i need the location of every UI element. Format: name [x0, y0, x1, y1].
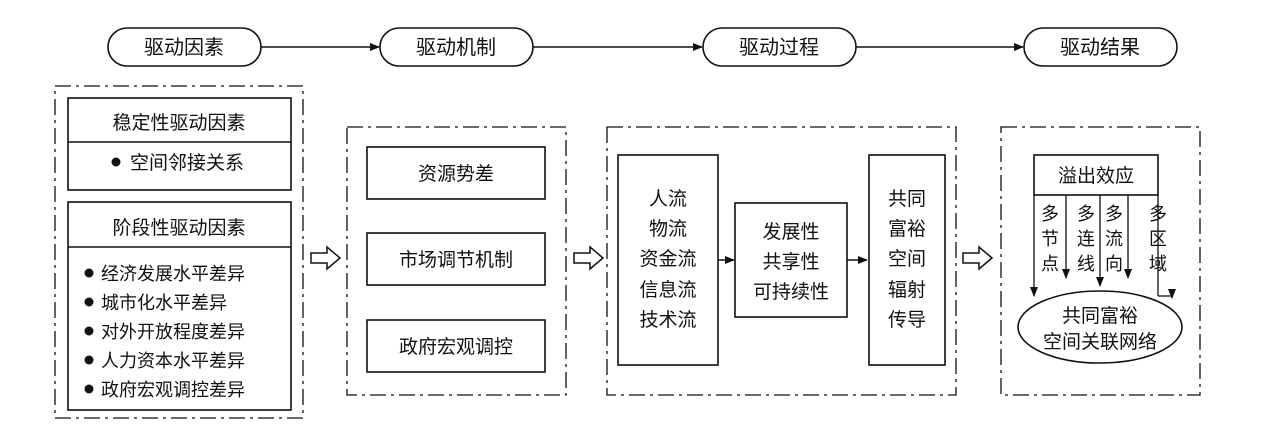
network-ellipse [1017, 290, 1183, 364]
spillover-box [1033, 154, 1159, 196]
flow-label: 信息流 [639, 279, 696, 301]
stage-factors-box [67, 201, 292, 411]
bullet-icon [84, 326, 94, 336]
spillover-col-label: 点 [1041, 254, 1059, 275]
spillover-col-label: 多 [1149, 204, 1167, 225]
trait-label: 共享性 [762, 251, 819, 273]
spillover-col-label: 流 [1105, 229, 1123, 250]
stage-factor-item: 对外开放程度差异 [101, 322, 245, 343]
stage-factor-item: 经济发展水平差异 [101, 264, 245, 285]
spillover-col-label: 多 [1105, 204, 1123, 225]
flow-label: 技术流 [639, 309, 696, 331]
mechanism-panel-border [346, 126, 567, 396]
stage-factor-item: 人力资本水平差异 [101, 351, 245, 372]
stage-factors-title: 阶段性驱动因素 [112, 217, 245, 239]
process-panel: 人流 物流 资金流 信息流 技术流 发展性 共享性 可持续性 共同 富裕 空间 … [606, 126, 957, 396]
factors-panel: 稳定性驱动因素 空间邻接关系 阶段性驱动因素 经济发展水平差异 城市化水平差异 … [54, 85, 304, 419]
radiation-label: 空间 [888, 248, 926, 270]
flow-label: 物流 [649, 218, 687, 240]
stable-factor-item: 空间邻接关系 [130, 152, 244, 174]
factors-panel-border [54, 85, 304, 419]
radiation-box [868, 154, 946, 366]
mechanism-box-resource [366, 146, 546, 200]
mechanism-label: 政府宏观调控 [399, 336, 513, 358]
mechanism-label: 市场调节机制 [399, 249, 513, 271]
traits-box [734, 202, 848, 318]
bullet-icon [111, 157, 121, 167]
radiation-label: 传导 [888, 309, 926, 331]
stage-box-result [1023, 27, 1178, 67]
result-panel: 溢出效应 多 节 点 多 连 线 多 流 向 多 区 域 共同富裕 空间关联网络 [1000, 126, 1201, 396]
spillover-col-label: 区 [1149, 229, 1167, 250]
mechanism-box-market [366, 232, 546, 286]
stage-label-mechanism: 驱动机制 [416, 35, 496, 59]
spillover-col-label: 多 [1077, 204, 1095, 225]
radiation-label: 富裕 [888, 218, 926, 240]
flow-label: 资金流 [639, 248, 696, 270]
hollow-arrow-icon [573, 245, 605, 271]
trait-label: 可持续性 [753, 281, 829, 303]
stage-label-process: 驱动过程 [739, 35, 819, 59]
result-panel-border [1000, 126, 1201, 396]
process-panel-border [606, 126, 957, 396]
spillover-col-label: 连 [1077, 229, 1095, 250]
stage-factor-item: 城市化水平差异 [101, 293, 227, 314]
hollow-arrow-icon [310, 245, 342, 271]
spillover-col-label: 多 [1041, 204, 1059, 225]
stage-factor-item: 政府宏观调控差异 [101, 380, 245, 401]
hollow-arrow-icon [962, 245, 994, 271]
radiation-label: 共同 [888, 188, 926, 210]
stable-factors-title: 稳定性驱动因素 [112, 112, 245, 134]
mechanism-box-government [366, 319, 546, 373]
spillover-col-label: 节 [1041, 229, 1059, 250]
mechanism-label: 资源势差 [418, 163, 494, 185]
stable-factors-box [67, 97, 292, 191]
bullet-icon [84, 384, 94, 394]
stage-label-factors: 驱动因素 [144, 35, 224, 59]
spillover-col-label: 域 [1149, 254, 1167, 275]
spillover-title: 溢出效应 [1058, 165, 1134, 187]
network-label: 空间关联网络 [1043, 331, 1157, 353]
spillover-col-label: 线 [1077, 254, 1095, 275]
bullet-icon [84, 297, 94, 307]
stage-label-result: 驱动结果 [1060, 35, 1140, 59]
radiation-label: 辐射 [888, 279, 926, 301]
trait-label: 发展性 [762, 221, 819, 243]
mechanism-panel: 资源势差 市场调节机制 政府宏观调控 [346, 126, 567, 396]
stage-row: 驱动因素 驱动机制 驱动过程 驱动结果 [107, 27, 1178, 67]
bullet-icon [84, 268, 94, 278]
spillover-col-label: 向 [1105, 254, 1123, 275]
network-label: 共同富裕 [1062, 305, 1138, 327]
flow-label: 人流 [649, 188, 687, 210]
bullet-icon [84, 355, 94, 365]
